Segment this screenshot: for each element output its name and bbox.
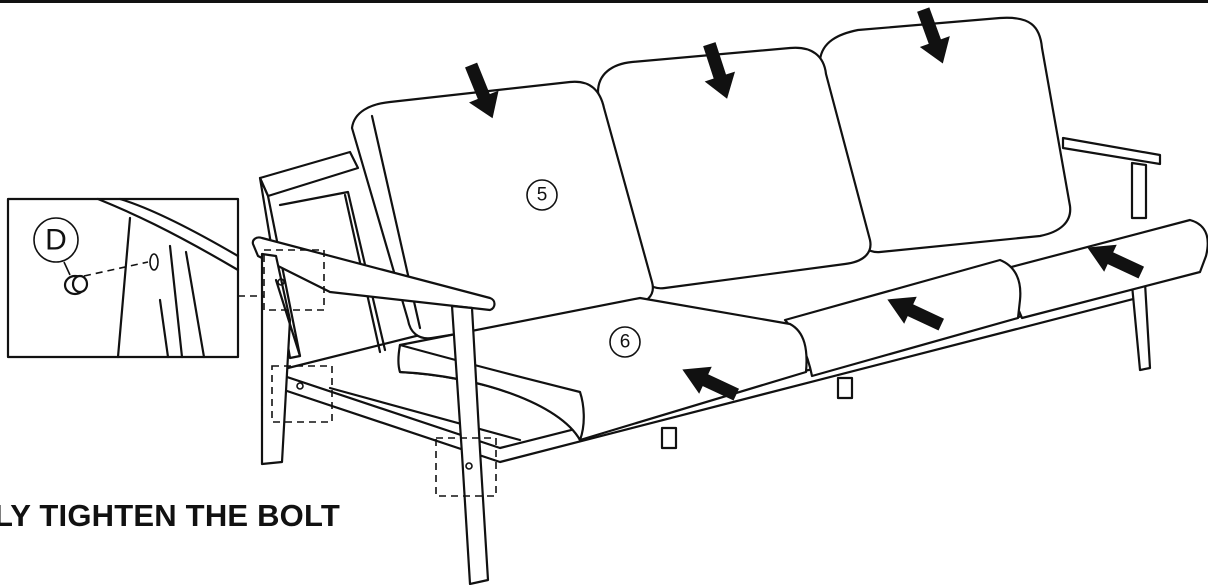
push-arrow-back-right xyxy=(917,7,950,64)
callout-part-6: 6 xyxy=(609,326,641,358)
bolt-box-armrest xyxy=(263,249,325,311)
callout-part-5: 5 xyxy=(526,179,558,211)
right-frame xyxy=(660,136,1162,450)
back-cushion-right xyxy=(818,16,1072,254)
instruction-text: LY TIGHTEN THE BOLT xyxy=(0,498,340,533)
bolt-hole-front-leg xyxy=(465,462,473,470)
push-arrow-seat-left xyxy=(682,366,740,401)
callout-part-5-label: 5 xyxy=(537,185,548,206)
left-armrest xyxy=(251,236,496,585)
push-arrow-back-left xyxy=(465,62,499,119)
back-cushion-left xyxy=(350,80,654,340)
bolt-box-front-leg xyxy=(435,437,497,497)
callout-part-6-label: 6 xyxy=(620,332,631,353)
push-arrow-back-middle xyxy=(703,42,736,99)
cap-d-icon xyxy=(63,261,89,296)
part-d-letter: D xyxy=(45,224,67,257)
bolt-hole-armrest xyxy=(277,278,285,286)
push-arrow-seat-middle xyxy=(887,296,945,331)
bolt-box-rail xyxy=(271,365,333,423)
bolt-hole-rail xyxy=(296,382,304,390)
part-d-callout xyxy=(33,217,79,263)
detail-bolt-hole xyxy=(149,253,159,271)
seat-cushion-left xyxy=(397,296,808,442)
detail-inset: D xyxy=(6,197,240,359)
push-arrow-seat-right xyxy=(1087,244,1145,279)
